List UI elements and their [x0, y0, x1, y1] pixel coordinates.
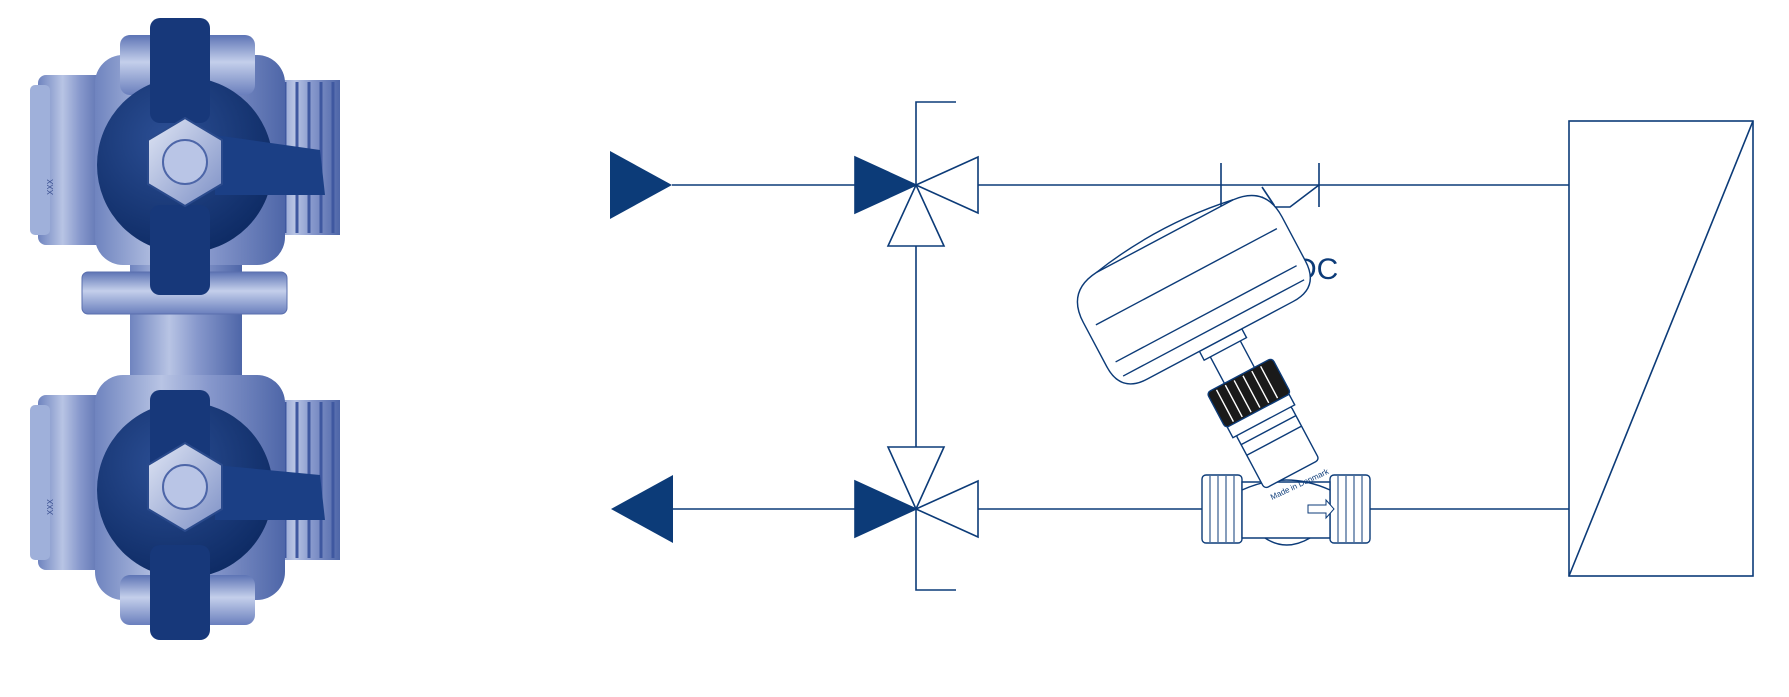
balancing-valve-icon: Made in Denmark [1076, 194, 1371, 546]
valve-marking-bottom: XXX [46, 498, 55, 515]
ball-valve-top-icon: XXX [30, 18, 340, 295]
valve-marking-top: XXX [46, 178, 55, 195]
heat-emitter-icon [1568, 120, 1754, 577]
return-flow-arrow-icon [611, 475, 673, 543]
ball-valve-assembly: XXX XXX [30, 18, 340, 640]
ball-valve-bottom-icon: XXX [30, 375, 340, 640]
supply-flow-arrow-icon [610, 151, 672, 219]
schematic [610, 101, 1754, 591]
three-way-valve-top-icon [854, 101, 979, 247]
three-way-valve-bottom-icon [854, 446, 979, 591]
